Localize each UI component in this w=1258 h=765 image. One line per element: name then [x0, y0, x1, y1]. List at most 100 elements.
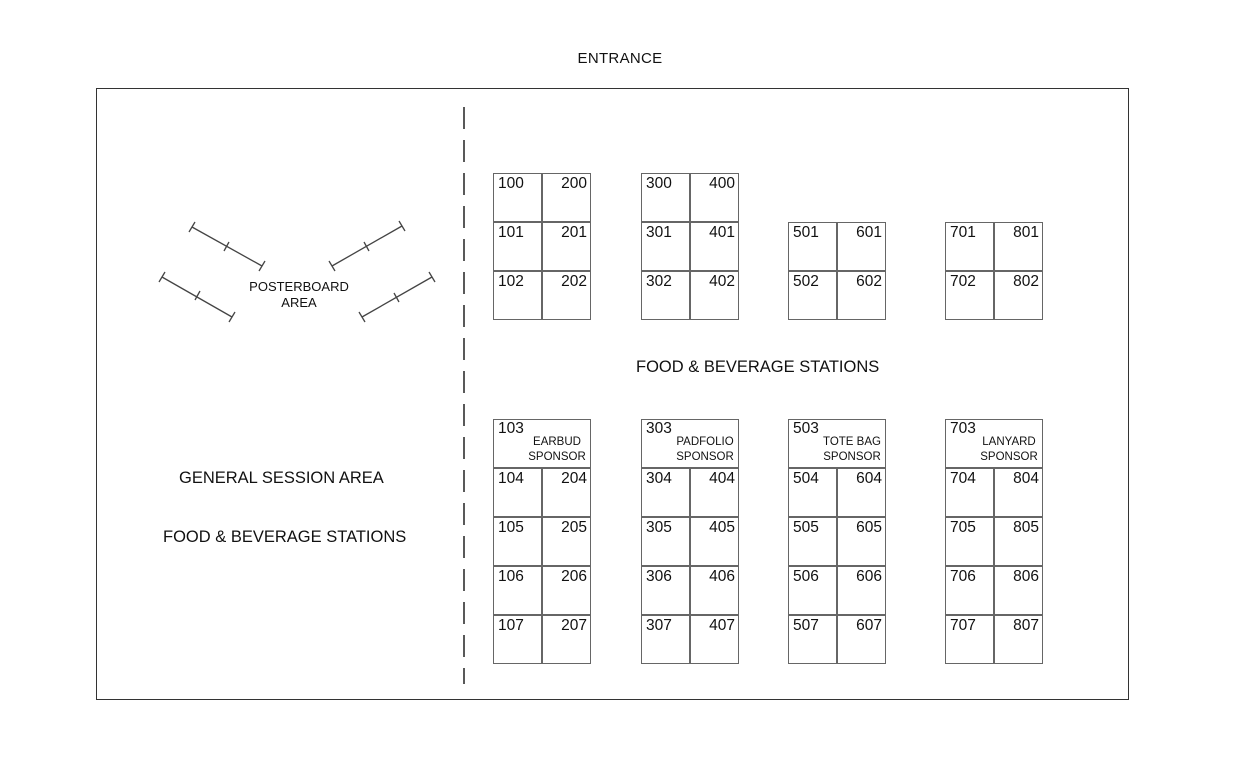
booth-number: 201 — [561, 224, 587, 241]
booth-407: 407 — [690, 615, 739, 664]
booth-704: 704 — [945, 468, 994, 517]
exhibit-hall-outline — [96, 88, 1129, 700]
booth-number: 404 — [709, 470, 735, 487]
booth-number: 703 — [950, 420, 976, 437]
booth-302: 302 — [641, 271, 690, 320]
booth-number: 705 — [950, 519, 976, 536]
booth-number: 400 — [709, 175, 735, 192]
booth-206: 206 — [542, 566, 591, 615]
booth-number: 807 — [1013, 617, 1039, 634]
booth-number: 704 — [950, 470, 976, 487]
booth-505: 505 — [788, 517, 837, 566]
posterboard-area-label: POSTERBOARD AREA — [249, 279, 349, 310]
booth-506: 506 — [788, 566, 837, 615]
food-beverage-stations-label-center: FOOD & BEVERAGE STATIONS — [636, 358, 880, 376]
booth-number: 702 — [950, 273, 976, 290]
booth-number: 101 — [498, 224, 524, 241]
booth-number: 507 — [793, 617, 819, 634]
booth-number: 707 — [950, 617, 976, 634]
booth-602: 602 — [837, 271, 886, 320]
sponsor-label: TOTE BAG SPONSOR — [823, 436, 881, 463]
booth-number: 504 — [793, 470, 819, 487]
booth-304: 304 — [641, 468, 690, 517]
booth-807: 807 — [994, 615, 1043, 664]
booth-number: 602 — [856, 273, 882, 290]
booth-701: 701 — [945, 222, 994, 271]
booth-502: 502 — [788, 271, 837, 320]
booth-200: 200 — [542, 173, 591, 222]
booth-number: 501 — [793, 224, 819, 241]
booth-702: 702 — [945, 271, 994, 320]
booth-606: 606 — [837, 566, 886, 615]
booth-number: 202 — [561, 273, 587, 290]
booth-number: 107 — [498, 617, 524, 634]
booth-number: 300 — [646, 175, 672, 192]
general-session-area-label: GENERAL SESSION AREA — [179, 469, 384, 487]
booth-number: 601 — [856, 224, 882, 241]
booth-number: 405 — [709, 519, 735, 536]
booth-number: 605 — [856, 519, 882, 536]
booth-404: 404 — [690, 468, 739, 517]
booth-number: 304 — [646, 470, 672, 487]
booth-707: 707 — [945, 615, 994, 664]
posterboard-stand — [158, 271, 236, 323]
booth-number: 604 — [856, 470, 882, 487]
booth-number: 205 — [561, 519, 587, 536]
booth-number: 207 — [561, 617, 587, 634]
booth-number: 401 — [709, 224, 735, 241]
booth-number: 407 — [709, 617, 735, 634]
posterboard-stand — [358, 271, 436, 323]
booth-402: 402 — [690, 271, 739, 320]
booth-number: 301 — [646, 224, 672, 241]
booth-number: 204 — [561, 470, 587, 487]
booth-601: 601 — [837, 222, 886, 271]
booth-401: 401 — [690, 222, 739, 271]
booth-number: 802 — [1013, 273, 1039, 290]
sponsor-label: LANYARD SPONSOR — [980, 436, 1038, 463]
booth-104: 104 — [493, 468, 542, 517]
booth-307: 307 — [641, 615, 690, 664]
booth-400: 400 — [690, 173, 739, 222]
booth-306: 306 — [641, 566, 690, 615]
booth-number: 406 — [709, 568, 735, 585]
booth-number: 806 — [1013, 568, 1039, 585]
booth-605: 605 — [837, 517, 886, 566]
booth-number: 303 — [646, 420, 672, 437]
booth-number: 103 — [498, 420, 524, 437]
booth-100: 100 — [493, 173, 542, 222]
booth-802: 802 — [994, 271, 1043, 320]
booth-number: 805 — [1013, 519, 1039, 536]
booth-number: 302 — [646, 273, 672, 290]
posterboard-stand — [328, 220, 406, 272]
booth-204: 204 — [542, 468, 591, 517]
booth-number: 701 — [950, 224, 976, 241]
booth-number: 801 — [1013, 224, 1039, 241]
booth-301: 301 — [641, 222, 690, 271]
booth-101: 101 — [493, 222, 542, 271]
booth-801: 801 — [994, 222, 1043, 271]
booth-501: 501 — [788, 222, 837, 271]
booth-405: 405 — [690, 517, 739, 566]
booth-number: 505 — [793, 519, 819, 536]
booth-number: 100 — [498, 175, 524, 192]
booth-106: 106 — [493, 566, 542, 615]
booth-201: 201 — [542, 222, 591, 271]
booth-406: 406 — [690, 566, 739, 615]
booth-number: 102 — [498, 273, 524, 290]
booth-604: 604 — [837, 468, 886, 517]
booth-number: 106 — [498, 568, 524, 585]
booth-number: 206 — [561, 568, 587, 585]
booth-205: 205 — [542, 517, 591, 566]
booth-805: 805 — [994, 517, 1043, 566]
booth-number: 607 — [856, 617, 882, 634]
booth-number: 804 — [1013, 470, 1039, 487]
booth-202: 202 — [542, 271, 591, 320]
booth-number: 104 — [498, 470, 524, 487]
booth-504: 504 — [788, 468, 837, 517]
booth-806: 806 — [994, 566, 1043, 615]
booth-number: 200 — [561, 175, 587, 192]
